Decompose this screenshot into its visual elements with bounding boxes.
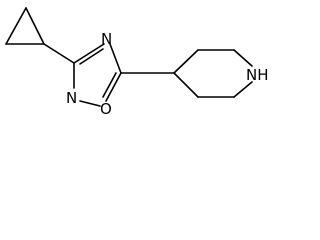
bond-pip-c4-c3 (173, 49, 199, 74)
oxadiazole-ring (73, 43, 122, 107)
bond-o1-n2 (79, 100, 101, 107)
bond-cyclopropyl-right (25, 7, 45, 45)
bond-pip-c5-c4 (173, 72, 199, 98)
bond-pip-c2-n1 (233, 49, 253, 67)
cyclopropyl-ring (5, 7, 45, 45)
atom-label-o1: O (100, 100, 112, 118)
atom-label-n4: N (101, 30, 112, 48)
bond-cyclopropyl-to-c3 (43, 43, 75, 64)
bond-n4-c5 (109, 43, 122, 74)
bond-pip-n1-c6 (233, 81, 253, 98)
molecule-structure-diagram: N N O NH (5, 7, 269, 118)
bond-c5-o1 (105, 72, 122, 102)
atom-label-nh: NH (246, 66, 269, 84)
bond-c3-n4 (73, 43, 105, 64)
bond-c3-n4-double (79, 48, 104, 65)
piperidine-ring (173, 49, 253, 98)
atom-label-n2: N (66, 89, 77, 107)
bond-c5-o1-double (102, 72, 117, 98)
bond-cyclopropyl-top (5, 7, 27, 45)
